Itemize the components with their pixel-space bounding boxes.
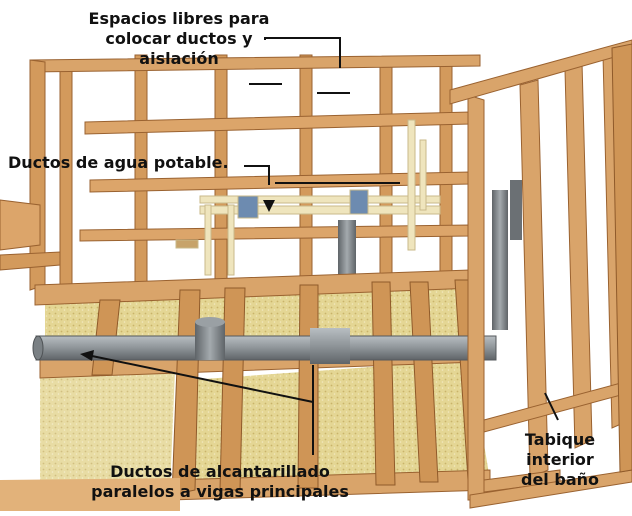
partition-line-2: interior bbox=[526, 450, 594, 469]
free-spaces-label: Espacios libres para colocar ductos y ai… bbox=[64, 9, 294, 69]
water-pipes-text: Ductos de agua potable. bbox=[8, 153, 229, 172]
sewer-pipes-line-1: Ductos de alcantarillado bbox=[110, 462, 330, 481]
subfloor-left bbox=[0, 478, 180, 511]
water-pipe-arrowhead bbox=[263, 200, 275, 212]
right-edge-stud bbox=[611, 43, 632, 473]
free-spaces-line-1: Espacios libres para bbox=[88, 9, 270, 28]
right-drain-pipe bbox=[492, 190, 508, 330]
water-supply-pipes bbox=[175, 119, 441, 276]
annotation-lines bbox=[91, 37, 559, 455]
partition-line-1: Tabique bbox=[524, 430, 596, 449]
free-spaces-line-3: aislación bbox=[139, 49, 219, 68]
sewer-pipes-label: Ductos de alcantarillado paralelos a vig… bbox=[80, 462, 360, 502]
partition-label: Tabique interior del baño bbox=[505, 430, 615, 490]
partition-line-3: del baño bbox=[521, 470, 599, 489]
sewer-pipes-line-2: paralelos a vigas principales bbox=[91, 482, 349, 501]
left-wall-framing bbox=[0, 59, 61, 291]
free-spaces-line-2: colocar ductos y bbox=[105, 29, 253, 48]
right-pipe-fitting bbox=[510, 180, 522, 240]
sewer-pipe bbox=[32, 317, 497, 364]
sewer-pipe-arrowhead bbox=[80, 350, 94, 361]
water-pipes-label: Ductos de agua potable. bbox=[8, 153, 229, 173]
